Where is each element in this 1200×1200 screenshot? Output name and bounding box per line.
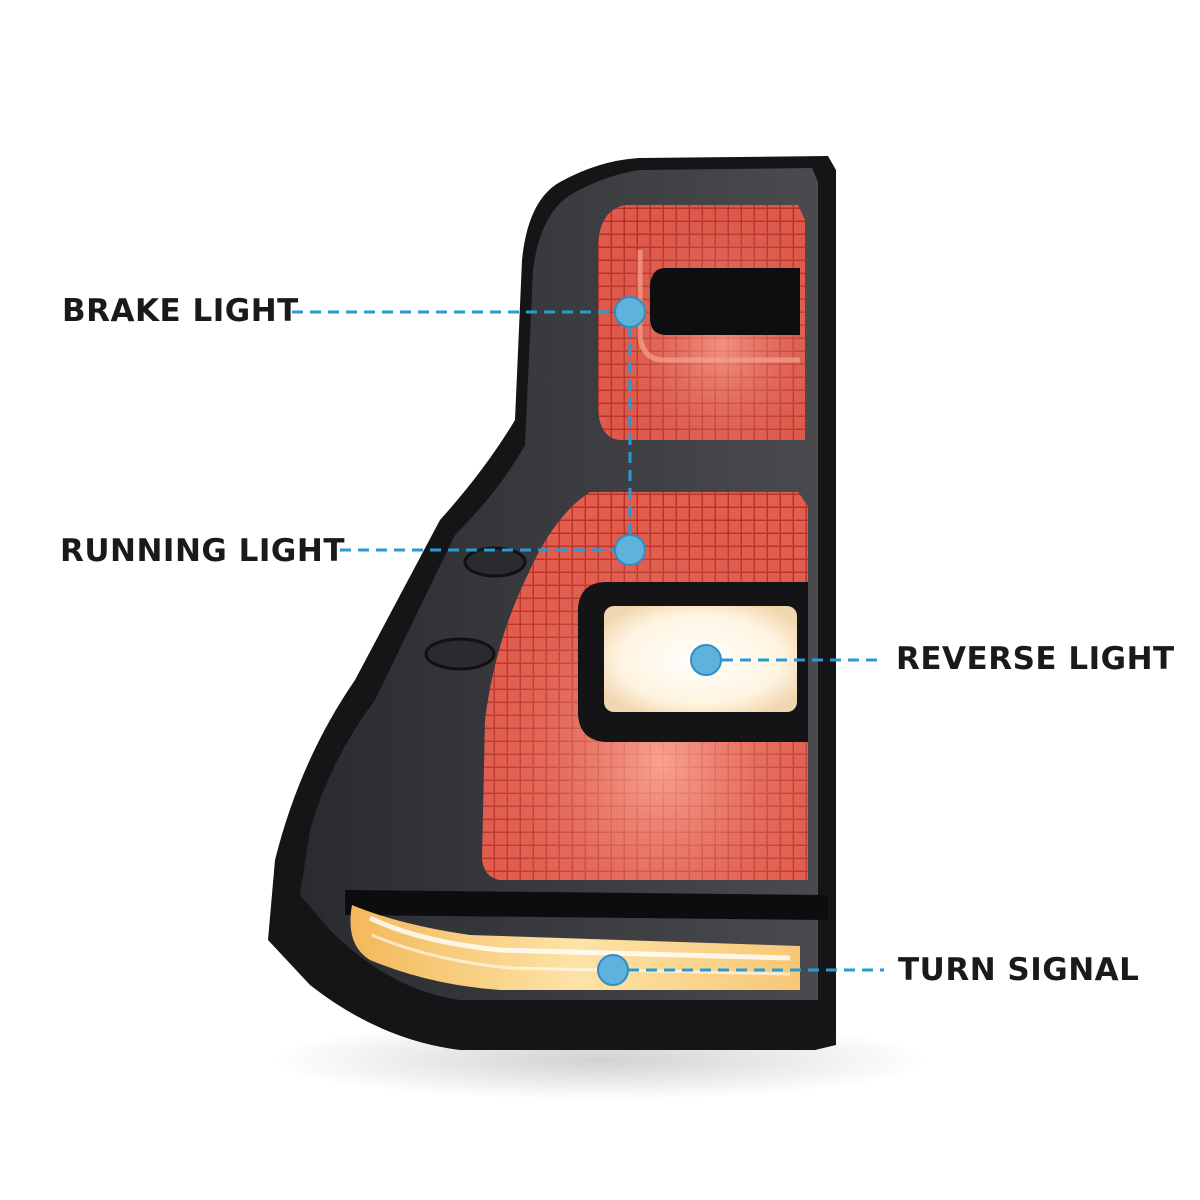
- brake-marker: [614, 296, 646, 328]
- mount-bump-lower: [424, 637, 496, 671]
- turn-signal-label: TURN SIGNAL: [898, 952, 1140, 988]
- running-light-label: RUNNING LIGHT: [60, 533, 345, 569]
- markers: [597, 296, 722, 986]
- mount-bump-upper: [463, 546, 527, 578]
- leader-lines: [292, 310, 884, 972]
- reverse-marker: [690, 644, 722, 676]
- brake-light-label: BRAKE LIGHT: [62, 293, 299, 329]
- running-marker: [614, 534, 646, 566]
- turn-marker: [597, 954, 629, 986]
- reverse-light-label: REVERSE LIGHT: [896, 641, 1175, 677]
- upper-cutout: [650, 268, 800, 335]
